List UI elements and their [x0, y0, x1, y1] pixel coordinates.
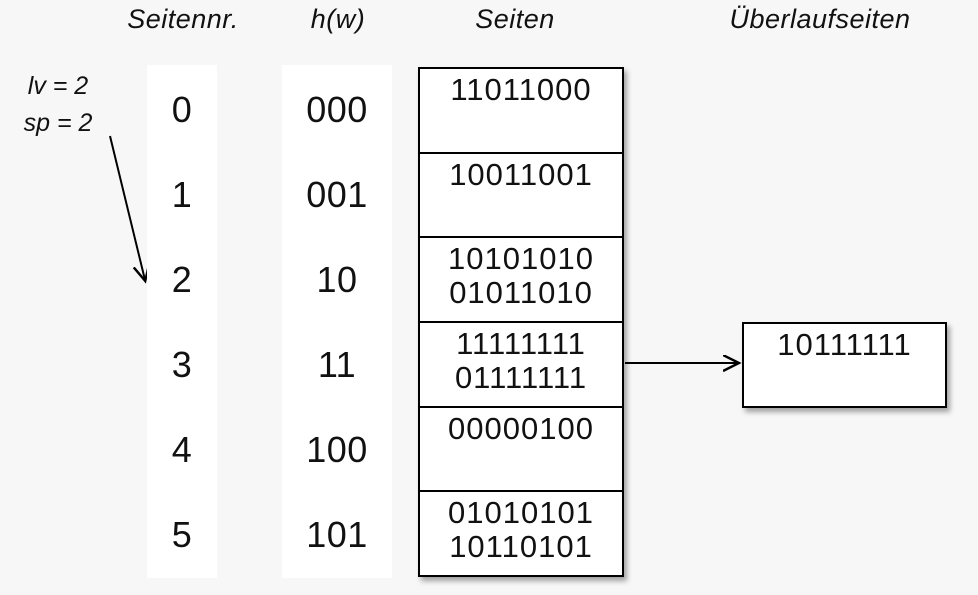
hash-value-cell: 101 [306, 513, 368, 555]
page-cell: 00000100 [420, 405, 622, 491]
header-pages: Seiten [475, 4, 555, 34]
page-cell: 11011000 [420, 69, 622, 152]
page-number-column: 0 1 2 3 4 5 [147, 67, 217, 577]
page-record-line: 01011010 [449, 275, 593, 311]
page-number-cell: 0 [171, 88, 193, 130]
hash-value-cell: 10 [316, 258, 358, 300]
page-number-cell: 5 [171, 513, 193, 555]
page-record-line: 00000100 [448, 410, 594, 446]
header-page-number: Seitennr. [127, 4, 239, 34]
page-number-cell: 2 [171, 258, 193, 300]
page-record-line: 11011000 [450, 72, 592, 107]
hash-value-column: 000 001 10 11 100 101 [282, 67, 392, 577]
page-record-line: 01010101 [448, 495, 594, 531]
header-overflow-pages: Überlaufseiten [729, 4, 911, 34]
page-record-line: 10101010 [448, 241, 594, 277]
page-record-line: 10011001 [449, 156, 593, 192]
split-pointer-arrow [109, 135, 145, 280]
hash-value-cell: 100 [306, 428, 368, 470]
overflow-page-box: 10111111 [742, 322, 947, 408]
hash-value-cell: 11 [317, 343, 357, 385]
header-hash-function: h(w) [310, 4, 366, 34]
page-number-cell: 4 [171, 428, 193, 470]
page-record-line: 01111111 [454, 360, 588, 396]
page-record-line: 10110101 [449, 529, 593, 565]
level-value: lv = 2 [27, 72, 89, 100]
hash-value-strip [282, 65, 392, 578]
page-number-cell: 1 [171, 173, 193, 215]
page-record-line: 11111111 [456, 326, 586, 362]
overflow-record: 10111111 [777, 327, 912, 362]
page-number-cell: 3 [171, 343, 193, 385]
page-cell: 10011001 [420, 151, 622, 237]
page-number-strip [147, 65, 217, 578]
hash-value-cell: 000 [306, 88, 368, 130]
split-pointer-value: sp = 2 [23, 109, 93, 137]
hash-value-cell: 001 [306, 173, 368, 215]
state-annotation: lv = 2 sp = 2 [12, 68, 104, 142]
